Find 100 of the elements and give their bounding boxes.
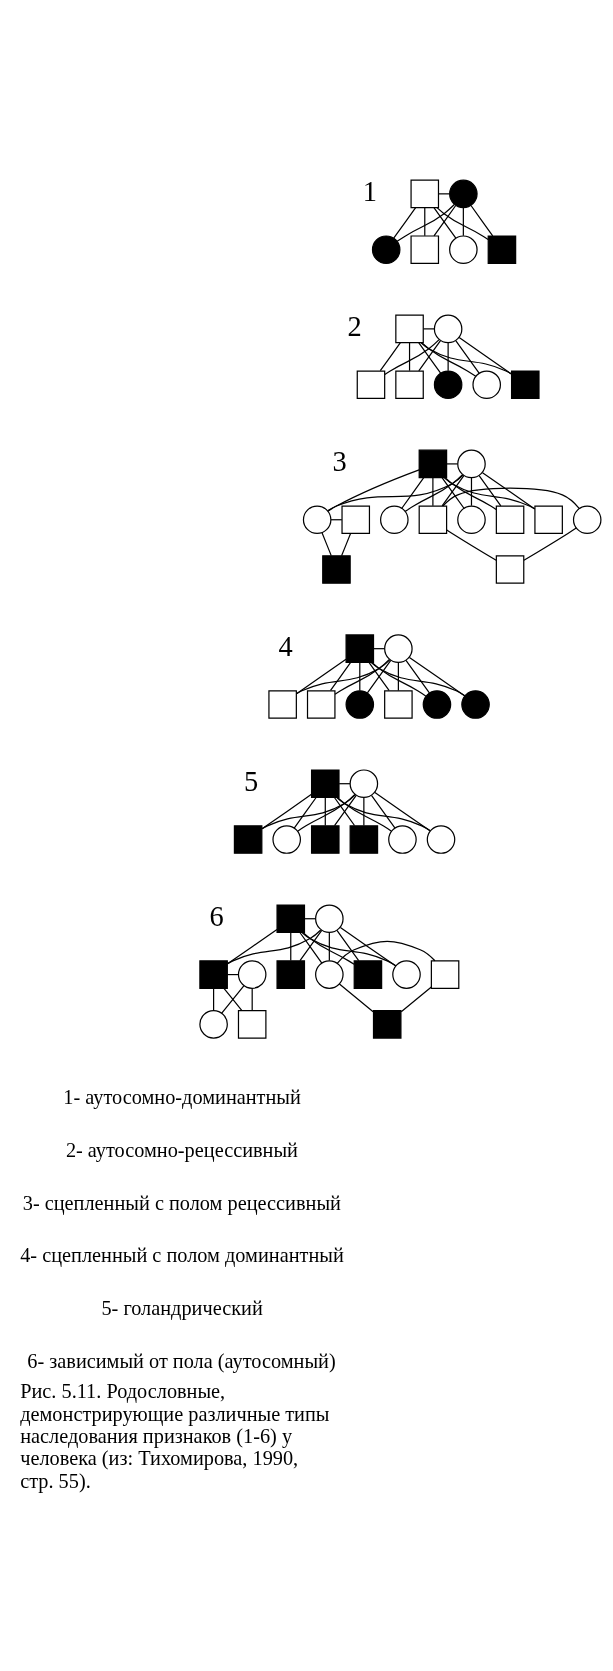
connector xyxy=(446,528,497,561)
connector xyxy=(302,931,355,965)
connector xyxy=(444,476,497,510)
connector xyxy=(384,338,440,375)
node-box xyxy=(487,234,517,264)
node-box xyxy=(322,554,351,584)
connector xyxy=(370,661,466,696)
connector xyxy=(339,926,397,966)
connector xyxy=(424,206,426,236)
label: 2 xyxy=(347,310,362,342)
connector xyxy=(327,468,420,512)
connector xyxy=(334,658,390,695)
connector xyxy=(421,341,477,377)
connector xyxy=(405,659,430,693)
connector xyxy=(359,661,361,691)
connector xyxy=(396,203,455,242)
node-circle xyxy=(371,234,401,264)
node-circle xyxy=(384,633,413,663)
connector xyxy=(340,532,352,556)
node-box xyxy=(410,234,440,264)
connector xyxy=(458,336,512,375)
connector xyxy=(296,658,391,694)
node-circle xyxy=(426,824,456,854)
connector xyxy=(336,796,431,831)
connector xyxy=(336,796,393,832)
connector xyxy=(336,929,360,961)
node-circle xyxy=(422,689,452,719)
node-box xyxy=(268,689,297,719)
node-circle xyxy=(315,903,344,933)
connector xyxy=(408,341,411,371)
node-box xyxy=(534,504,563,534)
node-box xyxy=(310,768,340,798)
connector xyxy=(438,192,451,194)
node-circle xyxy=(199,1009,228,1039)
connector xyxy=(324,796,326,826)
node-circle xyxy=(472,369,502,399)
node-circle xyxy=(302,504,332,534)
connector xyxy=(397,661,399,691)
label: 4- сцепленный с полом доминантный xyxy=(20,1243,344,1266)
node-box xyxy=(345,633,375,663)
node-box xyxy=(349,824,379,854)
connector xyxy=(470,204,494,236)
connector xyxy=(400,985,432,1012)
node-box xyxy=(372,1009,402,1039)
node-circle xyxy=(433,369,463,399)
node-box xyxy=(353,959,383,989)
connector xyxy=(327,473,464,511)
connector xyxy=(295,658,347,694)
connector xyxy=(455,339,480,374)
connector xyxy=(297,793,356,832)
label: 5- голандрический xyxy=(101,1296,263,1319)
connector xyxy=(523,527,577,561)
connector xyxy=(432,476,434,506)
node-circle xyxy=(380,504,409,534)
label: 3 xyxy=(332,445,347,477)
connector xyxy=(329,661,352,691)
node-box xyxy=(310,824,340,854)
node-box xyxy=(418,504,448,534)
node-box xyxy=(384,689,413,719)
label: 1 xyxy=(362,175,378,207)
label: 5 xyxy=(244,765,259,797)
node-box xyxy=(199,959,228,989)
connector xyxy=(251,987,253,1011)
connector xyxy=(478,474,502,506)
connector xyxy=(393,206,417,239)
node-box xyxy=(395,369,424,399)
connector xyxy=(404,473,464,512)
node-box xyxy=(418,449,448,478)
connector xyxy=(408,656,466,696)
node-circle xyxy=(349,768,379,798)
node-circle xyxy=(449,179,478,208)
node-box xyxy=(341,504,371,534)
node-box xyxy=(410,179,440,208)
node-box xyxy=(395,314,424,343)
label: 2- аутосомно-рецессивный xyxy=(65,1138,298,1161)
node-box xyxy=(237,1009,267,1039)
connector xyxy=(447,341,449,371)
connector xyxy=(226,928,278,964)
node-circle xyxy=(272,824,302,854)
node-circle xyxy=(449,234,478,264)
connector xyxy=(481,471,536,510)
node-circle xyxy=(461,689,490,719)
connector xyxy=(446,462,459,465)
node-circle xyxy=(572,504,602,534)
node-box xyxy=(306,689,336,719)
node-circle xyxy=(457,449,486,478)
connector xyxy=(293,796,317,829)
node-box xyxy=(356,369,386,399)
connector xyxy=(371,661,427,697)
node-circle xyxy=(237,959,267,989)
connector xyxy=(436,206,489,240)
connector xyxy=(422,327,435,329)
connector xyxy=(321,531,332,556)
node-box xyxy=(233,824,263,854)
label: 3- сцепленный с полом рецессивный xyxy=(22,1191,341,1214)
connector xyxy=(470,476,473,506)
label: 1- аутосомно-доминантный xyxy=(63,1085,301,1108)
connector xyxy=(442,487,580,509)
connector xyxy=(336,940,436,964)
connector xyxy=(370,794,396,829)
